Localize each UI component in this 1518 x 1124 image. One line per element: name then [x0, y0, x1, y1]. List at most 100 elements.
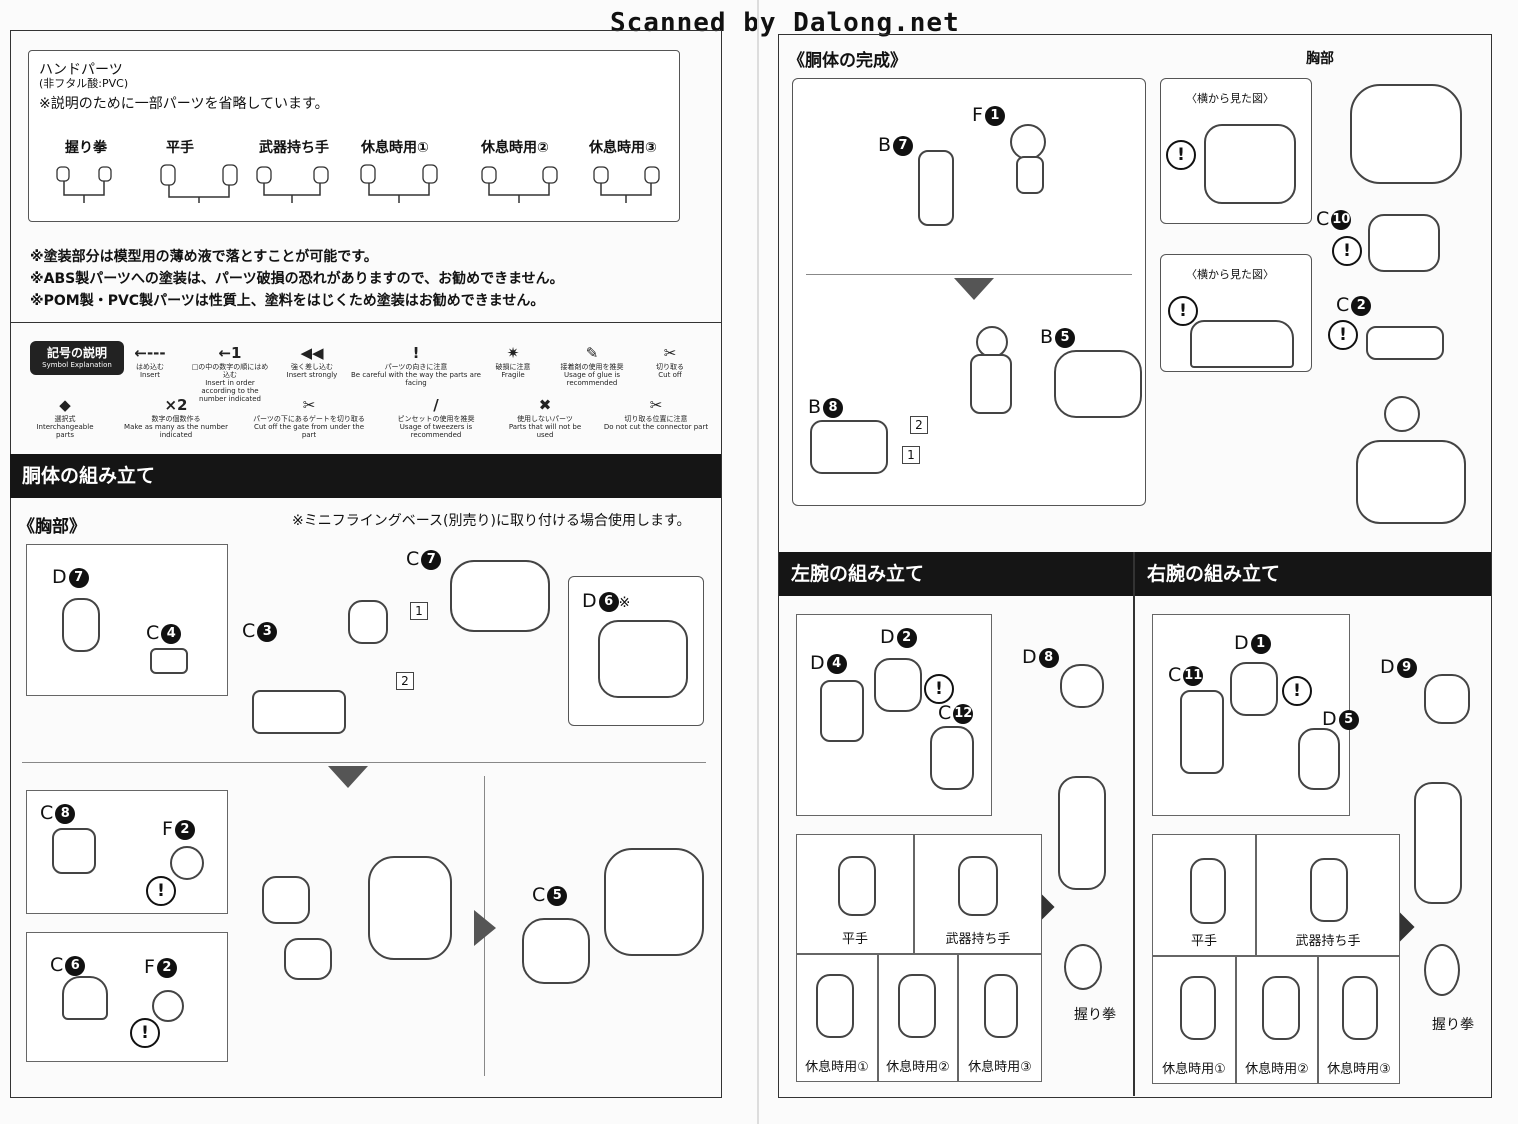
page-fold — [757, 0, 759, 1124]
label-number: 7 — [421, 549, 442, 570]
hand-label: 休息時用② — [886, 1060, 950, 1075]
symbol-en: Cut off — [658, 371, 682, 379]
part-c4 — [150, 648, 188, 674]
symbol-jp: 破損に注意 — [495, 363, 531, 371]
label-number: 4 — [826, 653, 847, 674]
hand-label-weapon: 武器持ち手 — [259, 140, 329, 156]
part-b7-column — [970, 354, 1012, 414]
watermark: Scanned by Dalong.net — [610, 8, 960, 38]
part-f2 — [152, 990, 184, 1022]
hand-parts-box: ハンドパーツ (非フタル酸:PVC) ※説明のために一部パーツを省略しています。… — [28, 50, 680, 222]
hand-drawing — [838, 856, 876, 916]
interchangeable-icon: ◆ — [59, 396, 71, 414]
exclamation-icon: ! — [412, 344, 420, 362]
symbol-jp: 接着剤の使用を推奨 — [560, 363, 624, 371]
hand-label: 休息時用① — [1162, 1062, 1226, 1077]
symbol-en: Interchangeable parts — [36, 423, 94, 439]
connector-icon: ✂ — [649, 396, 663, 414]
label-letter: C — [1316, 208, 1330, 230]
hand-drawing — [1190, 858, 1226, 924]
symbol-jp: パーツの向きに注意 — [384, 363, 448, 371]
label-letter: D — [52, 566, 67, 588]
label-number: 2 — [896, 627, 917, 648]
hand-label-rest2: 休息時用② — [481, 140, 549, 156]
hand-drawing — [1180, 976, 1216, 1040]
label-number: 6 — [598, 591, 619, 612]
part-b8 — [810, 420, 888, 474]
warning-icon: ! — [1332, 236, 1362, 266]
label-number: 7 — [68, 567, 89, 588]
paint-note-2: ※ABS製パーツへの塗装は、パーツ破損の恐れがありますので、お勧めできません。 — [30, 271, 564, 287]
label-number: 5 — [547, 885, 568, 906]
double-arrow-icon: ◀◀ — [300, 344, 324, 362]
label-letter: D — [880, 626, 895, 648]
symbol-jp: 選択式 — [54, 415, 76, 423]
chest-callout-box — [26, 544, 228, 696]
warning-icon: ! — [1282, 676, 1312, 706]
symbol-en: Insert strongly — [286, 371, 338, 379]
part-d1 — [1230, 662, 1278, 716]
right-grip-label: 握り拳 — [1432, 1017, 1474, 1033]
part-c11 — [1180, 690, 1224, 774]
symbol-en: Be careful with the way the parts are fa… — [350, 371, 481, 387]
symbol-en: Insert in order according to the number … — [199, 379, 261, 403]
label-number: 12 — [953, 703, 974, 724]
step-1: 1 — [410, 602, 428, 620]
label-number: 5 — [1338, 709, 1359, 730]
part-chest-ball-joint — [348, 600, 388, 644]
part-b5 — [1054, 350, 1142, 418]
symbol-insert: ←--- はめ込む Insert — [128, 343, 172, 379]
step-1: 1 — [902, 446, 920, 464]
hand-label-rest3: 休息時用③ — [589, 140, 657, 156]
symbol-cut-off: ✂ 切り取る Cut off — [650, 343, 690, 379]
label-letter: C — [532, 884, 546, 906]
symbol-jp: □の中の数字の順にはめ込む — [191, 363, 269, 379]
hand-label-open: 平手 — [166, 140, 194, 156]
hand-parts-title: ハンドパーツ — [39, 62, 123, 78]
left-page-frame — [10, 30, 722, 1098]
part-d8 — [1060, 664, 1104, 708]
part-c2 — [1366, 326, 1444, 360]
symbol-en: Fragile — [501, 371, 525, 379]
symbol-jp: 強く差し込む — [291, 363, 333, 371]
down-arrow-icon — [328, 766, 368, 788]
part-d9 — [1424, 674, 1470, 724]
hand-parts-material: (非フタル酸:PVC) — [39, 77, 129, 90]
part-c5 — [522, 918, 590, 984]
part-d4 — [820, 680, 864, 742]
side-view-label-2: 〈横から見た図〉 — [1186, 268, 1274, 281]
symbol-connector: ✂ 切り取る位置に注意 Do not cut the connector par… — [602, 395, 710, 431]
part-d2 — [874, 658, 922, 712]
hand-drawing — [958, 856, 998, 916]
symbol-make-many: ×2 数字の個数作る Make as many as the number in… — [114, 395, 238, 439]
label-letter: D — [1380, 656, 1395, 678]
hand-label: 休息時用② — [1245, 1062, 1309, 1077]
multiply-icon: ×2 — [164, 396, 188, 414]
label-letter: B — [878, 134, 892, 156]
symbol-tweezers: / ピンセットの使用を推奨 Usage of tweezers is recom… — [378, 395, 494, 439]
label-number: 9 — [1396, 657, 1417, 678]
label-number: 7 — [893, 135, 914, 156]
divider — [22, 762, 706, 763]
label-letter: C — [242, 620, 256, 642]
symbol-insert-order: ←1 □の中の数字の順にはめ込む Insert in order accordi… — [190, 343, 270, 403]
hand-drawing — [1342, 976, 1378, 1040]
gate-cut-icon: ✂ — [302, 396, 316, 414]
symbol-insert-strongly: ◀◀ 強く差し込む Insert strongly — [286, 343, 338, 379]
part-d5 — [1298, 728, 1340, 790]
label-letter: D — [582, 590, 597, 612]
tweezers-icon: / — [433, 396, 439, 414]
torso-complete-heading: 《胴体の完成》 — [788, 51, 907, 71]
symbol-jp: ピンセットの使用を推奨 — [397, 415, 475, 423]
symbol-badge: 記号の説明 Symbol Explanation — [30, 341, 124, 375]
label-number: 10 — [1331, 209, 1352, 230]
part-left-arm — [1058, 776, 1106, 890]
c6-callout-box — [26, 932, 228, 1062]
warning-icon: ! — [924, 674, 954, 704]
part-shoulder-left — [262, 876, 310, 924]
hand-drawing — [898, 974, 936, 1038]
not-used-icon: ✖ — [538, 396, 552, 414]
part-shoulder-right — [284, 938, 332, 980]
